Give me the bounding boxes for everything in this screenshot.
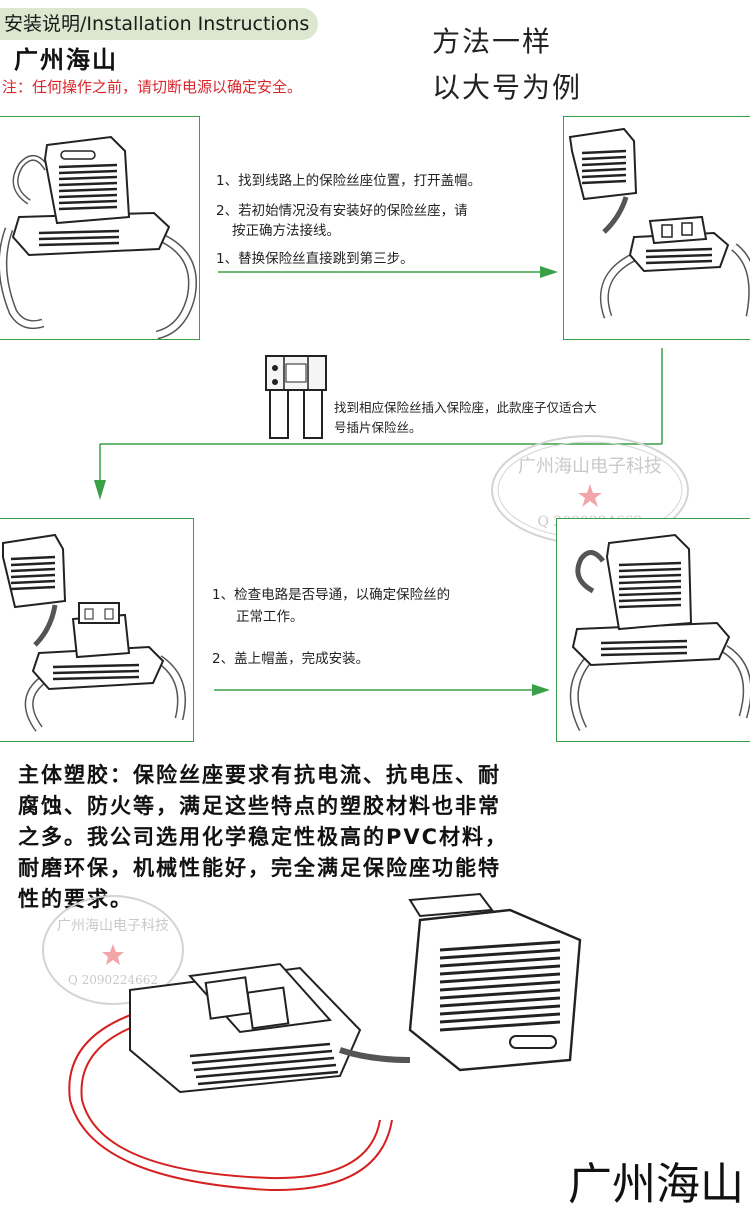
fuse-holder-inserted-illustration bbox=[2, 533, 186, 732]
fuse-holder-closed-illustration bbox=[569, 533, 750, 732]
method-note-line1: 方法一样 bbox=[432, 25, 553, 58]
arrow-right-2 bbox=[214, 684, 550, 696]
fuse-holder-empty-illustration bbox=[568, 127, 750, 319]
step2-line1: 找到相应保险丝插入保险座，此款座子仅适合大 bbox=[334, 400, 597, 415]
material-description: 主体塑胶：保险丝座要求有抗电流、抗电压、耐 腐蚀、防火等，满足这些特点的塑胶材料… bbox=[18, 760, 738, 915]
step3-line1b: 正常工作。 bbox=[236, 609, 304, 625]
step2-text: 找到相应保险丝插入保险座，此款座子仅适合大 号插片保险丝。 bbox=[334, 398, 597, 438]
watermark-qq-2: Q 2090224662 bbox=[68, 973, 158, 987]
instructions-header-tag: 安装说明/Installation Instructions bbox=[0, 8, 318, 40]
description-line: 腐蚀、防火等，满足这些特点的塑胶材料也非常 bbox=[18, 794, 501, 818]
watermark-company-1: 广州海山电子科技 bbox=[518, 456, 662, 477]
brand-logo-top: 广州海山 bbox=[14, 46, 118, 74]
connector-line-step2-to-step3 bbox=[94, 348, 663, 500]
step3-line2: 2、盖上帽盖，完成安装。 bbox=[212, 651, 370, 667]
description-line: 之多。我公司选用化学稳定性极高的PVC材料， bbox=[18, 825, 509, 849]
description-line: 耐磨环保，机械性能好，完全满足保险座功能特 bbox=[18, 856, 501, 880]
step1-image-open-cap bbox=[0, 116, 200, 340]
description-line: 主体塑胶：保险丝座要求有抗电流、抗电压、耐 bbox=[18, 763, 501, 787]
step1-line1: 1、找到线路上的保险丝座位置，打开盖帽。 bbox=[216, 173, 482, 189]
fuse-holder-product-illustration bbox=[68, 892, 582, 1192]
step3-image-fuse-inserted bbox=[0, 518, 194, 742]
fuse-holder-open-illustration bbox=[0, 135, 197, 340]
step1-line3: 1、替换保险丝直接跳到第三步。 bbox=[216, 251, 414, 267]
brand-logo-bottom: 广州海山 bbox=[568, 1159, 744, 1210]
watermark-stamp-2: 广州海山电子科技 Q 2090224662 bbox=[42, 895, 184, 1005]
watermark-company-2: 广州海山电子科技 bbox=[57, 918, 169, 934]
step2-image-cap-removed bbox=[563, 116, 750, 340]
step2-line2: 号插片保险丝。 bbox=[334, 420, 422, 435]
step3-line1a: 1、检查电路是否导通，以确定保险丝的 bbox=[212, 587, 451, 603]
method-note-line2: 以大号为例 bbox=[432, 71, 583, 104]
description-line: 性的要求。 bbox=[18, 887, 133, 911]
blade-fuse-icon bbox=[265, 355, 327, 439]
arrow-right-1 bbox=[218, 266, 558, 278]
step1-line2a: 2、若初始情况没有安装好的保险丝座，请 bbox=[216, 203, 468, 219]
step4-image-cap-closed bbox=[556, 518, 750, 742]
safety-warning: 注：任何操作之前，请切断电源以确定安全。 bbox=[2, 78, 303, 96]
step1-line2b: 按正确方法接线。 bbox=[232, 223, 340, 239]
